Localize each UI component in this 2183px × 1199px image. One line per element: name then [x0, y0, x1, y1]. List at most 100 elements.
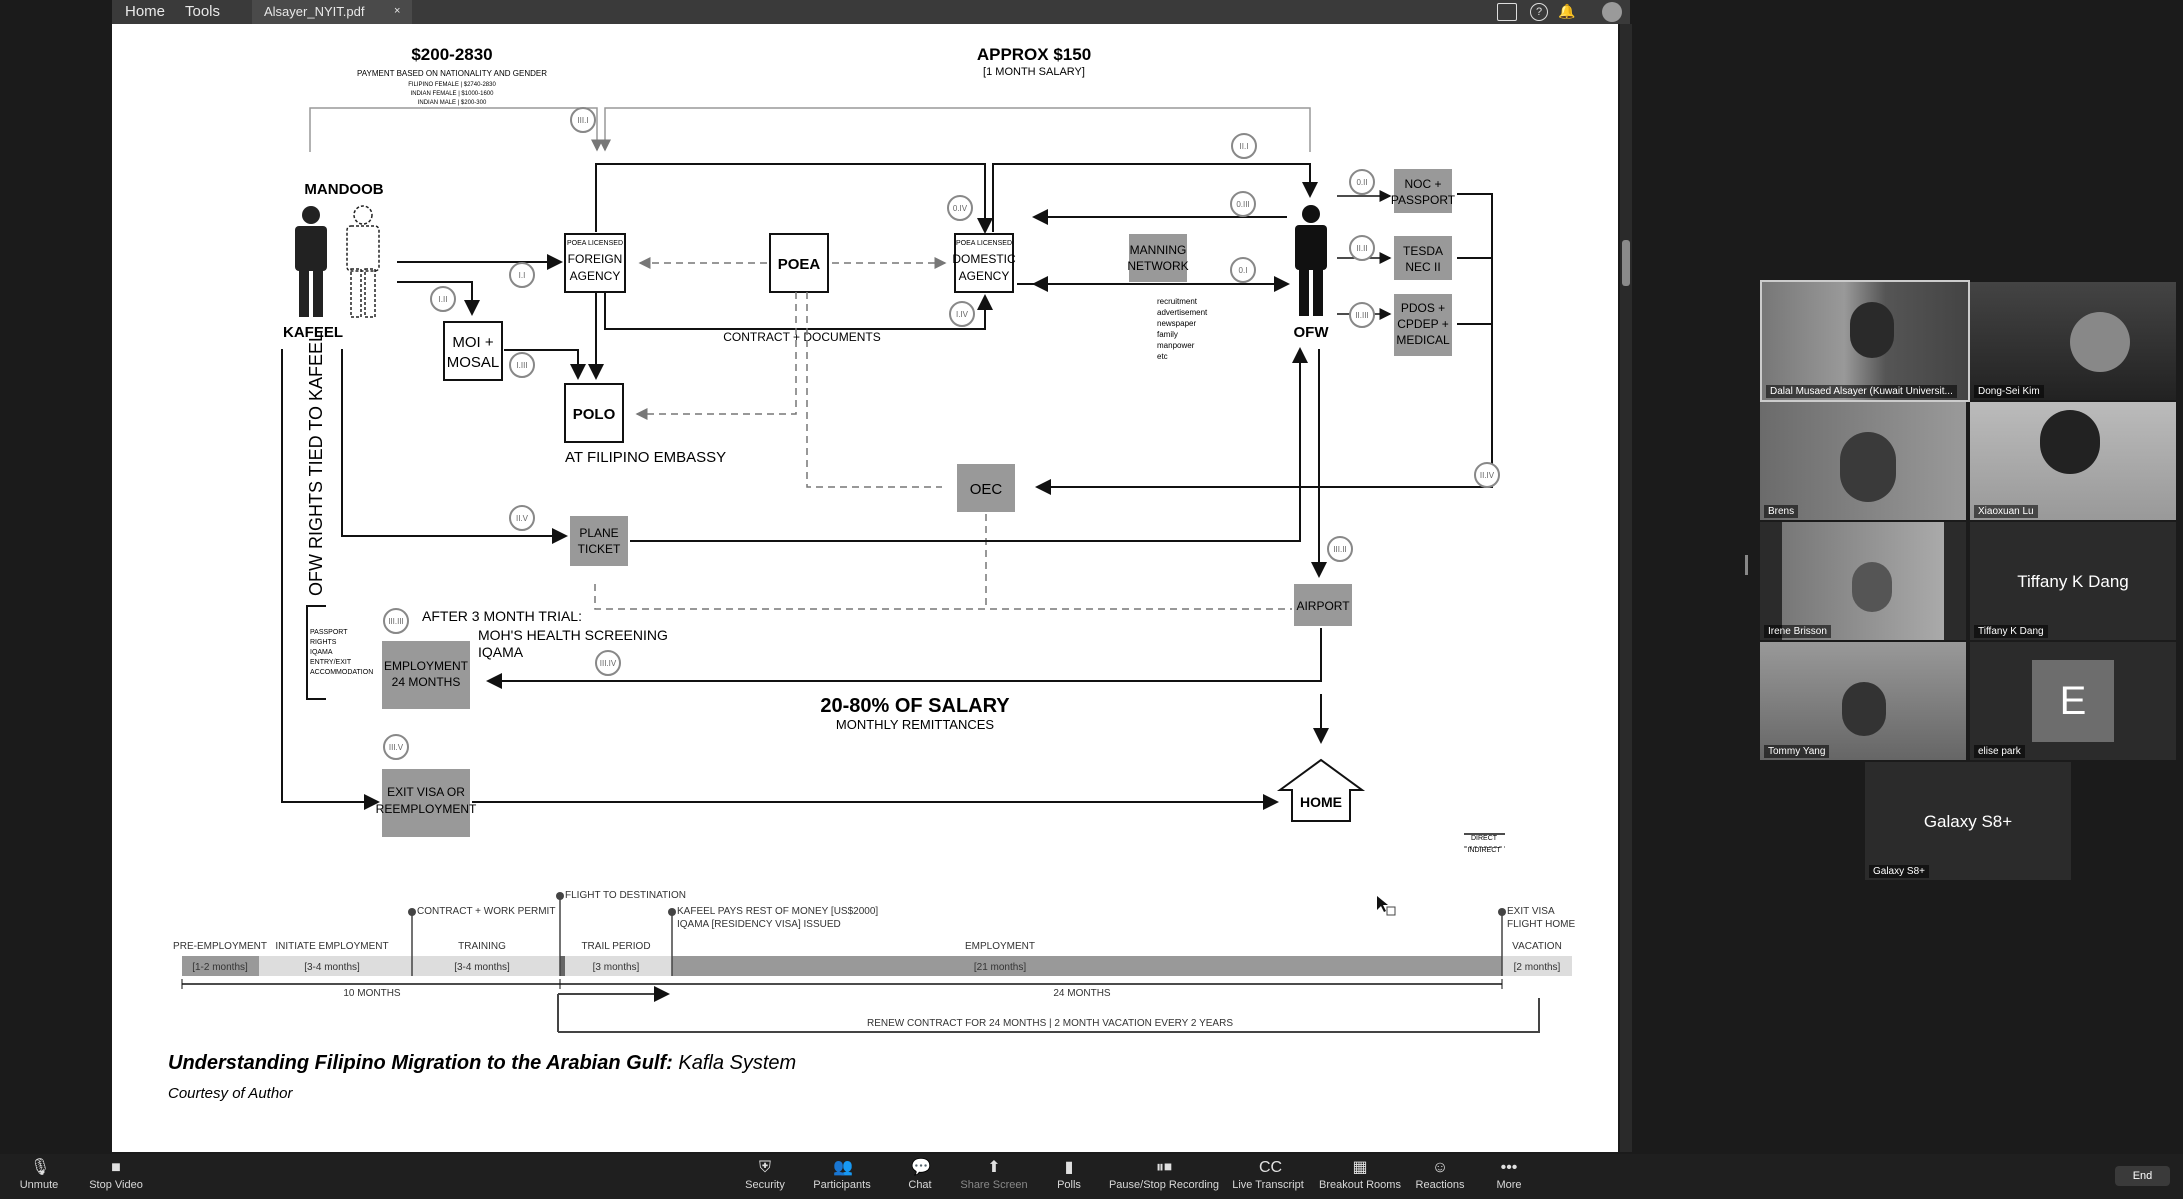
caption-title: Understanding Filipino Migration to the …: [168, 1052, 796, 1074]
kafeel-rights-list: PASSPORT RIGHTS IQAMA ENTRY/EXIT ACCOMMO…: [310, 629, 373, 676]
plane-ticket-box: [570, 516, 628, 566]
svg-text:etc: etc: [1157, 352, 1168, 361]
participant-tile[interactable]: Irene Brisson: [1760, 522, 1966, 640]
manning-label-b: NETWORK: [1127, 259, 1188, 273]
svg-text:EMPLOYMENT: EMPLOYMENT: [965, 941, 1035, 952]
participant-tile[interactable]: Dalal Musaed Alsayer (Kuwait Universit..…: [1760, 280, 1970, 402]
approx-fee: APPROX $150: [977, 45, 1091, 64]
svg-text:NOC +: NOC +: [1404, 177, 1441, 191]
scrollbar[interactable]: [1620, 24, 1632, 1152]
pay-indian-female: INDIAN FEMALE | $1000-1600: [411, 91, 495, 97]
rights-tied-label: OFW RIGHTS TIED TO KAFEEL: [306, 332, 326, 596]
participant-tile[interactable]: E elise park: [1970, 642, 2176, 760]
unmute-button[interactable]: 🎙Unmute: [19, 1159, 59, 1192]
svg-text:CPDEP +: CPDEP +: [1397, 317, 1448, 331]
svg-text:IQAMA [RESIDENCY VISA] ISSUED: IQAMA [RESIDENCY VISA] ISSUED: [677, 919, 841, 930]
svg-text:II.V: II.V: [516, 514, 529, 523]
svg-text:PDOS +: PDOS +: [1401, 301, 1445, 315]
pay-amount: $200-2830: [411, 45, 492, 64]
salary-percent: 20-80% OF SALARY: [820, 695, 1010, 717]
svg-text:ENTRY/EXIT: ENTRY/EXIT: [310, 659, 352, 666]
bar-chart-icon: ▮: [1064, 1159, 1074, 1176]
svg-text:newspaper: newspaper: [1157, 319, 1196, 328]
svg-text:0.IV: 0.IV: [953, 204, 968, 213]
svg-text:AIRPORT: AIRPORT: [1296, 599, 1350, 613]
legend-direct: DIRECT: [1471, 835, 1498, 842]
viewer-tab-bar: Home Tools Alsayer_NYIT.pdf × ? 🔔: [112, 0, 1630, 24]
moi-mosal-box: [443, 321, 503, 381]
end-meeting-button[interactable]: End: [2115, 1166, 2170, 1186]
participant-tile[interactable]: Tommy Yang: [1760, 642, 1966, 760]
tesda-nec-box: [1394, 236, 1452, 280]
embassy-label: AT FILIPINO EMBASSY: [565, 449, 726, 466]
svg-text:[2 months]: [2 months]: [1514, 962, 1561, 973]
kafeel-label: KAFEEL: [283, 324, 343, 341]
cc-icon: CC: [1259, 1159, 1283, 1176]
home-tab[interactable]: Home: [125, 3, 166, 20]
share-screen-button[interactable]: ⬆Share Screen: [960, 1159, 1028, 1192]
help-icon[interactable]: ?: [1530, 3, 1548, 21]
svg-text:TRAINING: TRAINING: [458, 941, 506, 952]
close-tab-icon[interactable]: ×: [394, 5, 401, 17]
avatar[interactable]: [1602, 2, 1622, 22]
svg-text:INITIATE EMPLOYMENT: INITIATE EMPLOYMENT: [275, 941, 388, 952]
svg-text:PASSPORT: PASSPORT: [310, 629, 348, 636]
security-button[interactable]: ⛨Security: [745, 1159, 785, 1192]
iqama-label: IQAMA: [478, 644, 524, 660]
after-trial: AFTER 3 MONTH TRIAL:: [422, 608, 582, 624]
svg-text:10 MONTHS: 10 MONTHS: [343, 988, 401, 999]
participant-tile[interactable]: Dong-Sei Kim: [1970, 282, 2176, 400]
ofw-label: OFW: [1294, 324, 1330, 341]
legend-indirect: INDIRECT: [1467, 847, 1501, 854]
smiley-icon: ☺: [1431, 1159, 1449, 1176]
svg-text:I.I: I.I: [519, 271, 526, 280]
svg-text:KAFEEL PAYS REST OF MONEY [US$: KAFEEL PAYS REST OF MONEY [US$2000]: [677, 906, 878, 917]
participant-tile[interactable]: Brens: [1760, 402, 1966, 520]
step-codes: III.I II.I 0.IV 0.III 0.II II.II 0.I I.I…: [383, 107, 1500, 760]
svg-text:II.III: II.III: [1355, 311, 1368, 320]
polls-button[interactable]: ▮Polls: [1057, 1159, 1081, 1192]
svg-text:FLIGHT HOME: FLIGHT HOME: [1507, 919, 1575, 930]
svg-text:TRAIL PERIOD: TRAIL PERIOD: [581, 941, 650, 952]
gallery-resize-handle[interactable]: [1745, 555, 1748, 575]
stop-video-button[interactable]: ■Stop Video: [89, 1159, 143, 1192]
foreign-label-b: AGENCY: [570, 269, 621, 283]
recording-button[interactable]: ⏸⏹Pause/Stop Recording: [1108, 1159, 1220, 1192]
svg-text:recruitment: recruitment: [1157, 297, 1198, 306]
svg-text:0.III: 0.III: [1236, 200, 1249, 209]
reactions-button[interactable]: ☺Reactions: [1415, 1159, 1465, 1192]
participant-tile[interactable]: Tiffany K Dang Tiffany K Dang: [1970, 522, 2176, 640]
employment-box: [382, 641, 470, 709]
file-tab[interactable]: Alsayer_NYIT.pdf ×: [252, 0, 412, 24]
svg-text:CONTRACT + WORK PERMIT: CONTRACT + WORK PERMIT: [417, 906, 555, 917]
screen-icon[interactable]: [1497, 3, 1517, 21]
bell-icon[interactable]: 🔔: [1558, 3, 1576, 19]
shield-icon: ⛨: [758, 1159, 771, 1176]
svg-text:[3-4 months]: [3-4 months]: [304, 962, 360, 973]
airport-box: [1294, 584, 1352, 626]
svg-text:III.V: III.V: [389, 743, 404, 752]
foreign-licensed: POEA LICENSED: [567, 240, 623, 247]
tools-tab[interactable]: Tools: [185, 3, 221, 20]
moh-screening: MOH'S HEALTH SCREENING: [478, 627, 668, 643]
grid-icon: ▦: [1352, 1159, 1368, 1176]
polo-box: [564, 383, 624, 443]
svg-text:[3 months]: [3 months]: [593, 962, 640, 973]
participants-button[interactable]: 👥Participants: [813, 1159, 871, 1192]
scrollbar-thumb[interactable]: [1622, 240, 1630, 286]
timeline: [181, 892, 1572, 1033]
contract-documents: CONTRACT + DOCUMENTS: [723, 330, 880, 344]
foreign-agency-box: [564, 233, 626, 293]
pay-indian-male: INDIAN MALE | $200-300: [418, 100, 487, 106]
more-button[interactable]: •••More: [1496, 1159, 1522, 1192]
participant-tile[interactable]: Galaxy S8+ Galaxy S8+: [1865, 762, 2071, 880]
breakout-rooms-button[interactable]: ▦Breakout Rooms: [1319, 1159, 1401, 1192]
chat-bubble-icon: 💬: [911, 1159, 931, 1176]
remittances: MONTHLY REMITTANCES: [836, 717, 995, 732]
participant-tile[interactable]: Xiaoxuan Lu: [1970, 402, 2176, 520]
chat-button[interactable]: 💬Chat: [908, 1159, 932, 1192]
svg-text:advertisement: advertisement: [1157, 308, 1208, 317]
svg-text:[3-4 months]: [3-4 months]: [454, 962, 510, 973]
svg-text:PRE-EMPLOYMENT: PRE-EMPLOYMENT: [173, 941, 267, 952]
